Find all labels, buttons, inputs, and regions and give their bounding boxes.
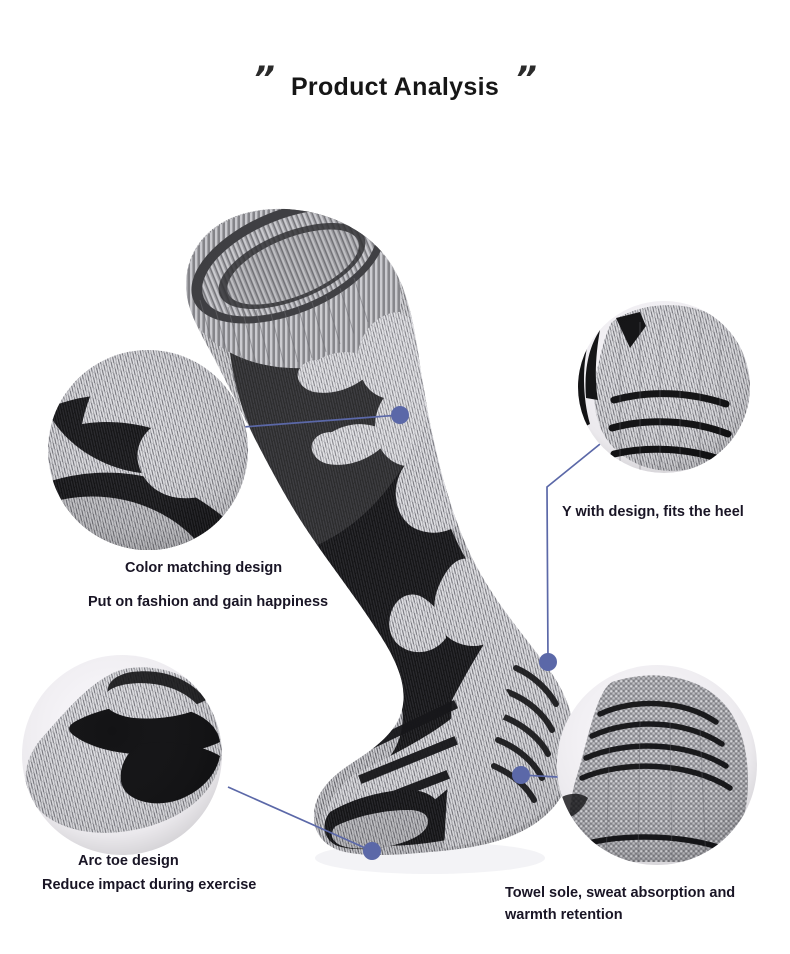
- caption-color-matching-line2: Put on fashion and gain happiness: [88, 594, 329, 610]
- connector-color-matching: [242, 414, 401, 428]
- detail-circle-arc-toe: [22, 655, 222, 855]
- caption-arc-toe-line1: Arc toe design: [78, 853, 179, 869]
- dot-towel-sole: [512, 766, 530, 784]
- dot-heel: [539, 653, 557, 671]
- caption-towel-sole: Towel sole, sweat absorption and warmth …: [505, 885, 736, 923]
- detail-circle-towel-sole: [557, 665, 757, 865]
- detail-circle-color-matching: [48, 350, 248, 550]
- dot-color-matching: [391, 406, 409, 424]
- caption-color-matching-line1: Color matching design: [125, 560, 283, 576]
- dot-arc-toe: [363, 842, 381, 860]
- page-title: Product Analysis: [290, 72, 500, 101]
- callout-dots: [363, 406, 557, 860]
- connector-arc-toe: [227, 786, 373, 852]
- quote-close-icon: ”: [515, 59, 537, 99]
- detail-circle-heel: [578, 301, 750, 473]
- page-title-block: ” Product Analysis ”: [0, 62, 790, 104]
- caption-heel: Y with design, fits the heel: [562, 504, 744, 520]
- caption-arc-toe-line2: Reduce impact during exercise: [42, 877, 257, 893]
- quote-open-icon: ”: [253, 59, 275, 99]
- connector-heel: [546, 439, 606, 663]
